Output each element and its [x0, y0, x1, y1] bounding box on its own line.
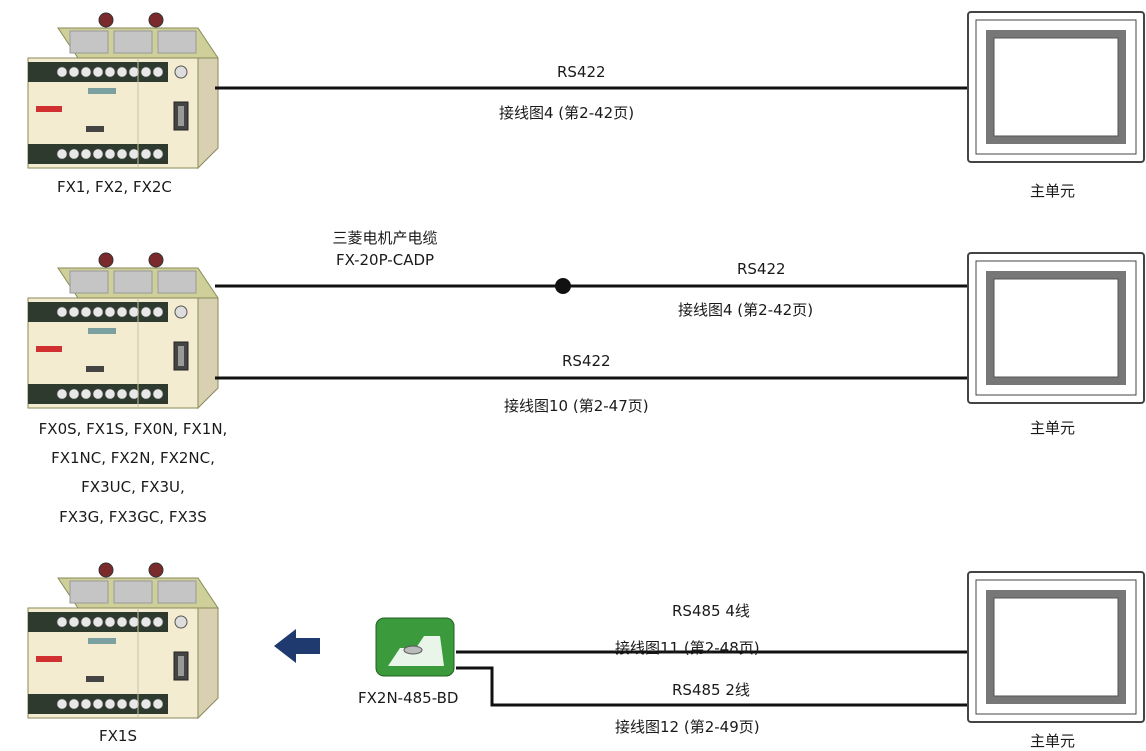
wiring-label: 接线图10 (第2-47页)	[504, 397, 649, 415]
hmi-unit-1	[967, 11, 1145, 163]
protocol-label: RS485 2线	[672, 681, 750, 699]
cable-junction-dot	[555, 278, 571, 294]
plc-model-label: FX3UC, FX3U,	[81, 478, 185, 496]
wiring-label: 接线图12 (第2-49页)	[615, 718, 760, 736]
wiring-label: 接线图4 (第2-42页)	[678, 301, 814, 319]
hmi-unit-2	[967, 252, 1145, 404]
plc-unit-2	[27, 252, 219, 409]
rs485-2wire-cable	[456, 666, 968, 707]
hmi-label: 主单元	[1030, 182, 1076, 200]
cable-model-label: FX-20P-CADP	[335, 251, 435, 269]
plc-model-label: FX0S, FX1S, FX0N, FX1N,	[38, 420, 228, 438]
wiring-label: 接线图11 (第2-48页)	[615, 639, 760, 657]
hmi-label: 主单元	[1030, 419, 1076, 437]
plc-model-label: FX1NC, FX2N, FX2NC,	[51, 449, 215, 467]
plc-model-label: FX3G, FX3GC, FX3S	[59, 508, 207, 526]
plc-unit-3	[27, 562, 219, 719]
adapter-label: FX2N-485-BD	[358, 689, 459, 707]
protocol-label: RS422	[557, 63, 606, 81]
hmi-unit-3	[967, 571, 1145, 723]
plc-unit-1	[27, 12, 219, 169]
hmi-label: 主单元	[1030, 732, 1076, 750]
plc-model-label: FX1S	[99, 727, 137, 745]
protocol-label: RS485 4线	[672, 602, 750, 620]
adapter-board-icon	[375, 617, 455, 677]
cable-maker-label: 三菱电机产电缆	[332, 229, 438, 247]
protocol-label: RS422	[562, 352, 611, 370]
protocol-label: RS422	[737, 260, 786, 278]
left-arrow-icon	[274, 629, 320, 663]
wiring-label: 接线图4 (第2-42页)	[499, 104, 635, 122]
plc-model-label: FX1, FX2, FX2C	[57, 178, 172, 196]
